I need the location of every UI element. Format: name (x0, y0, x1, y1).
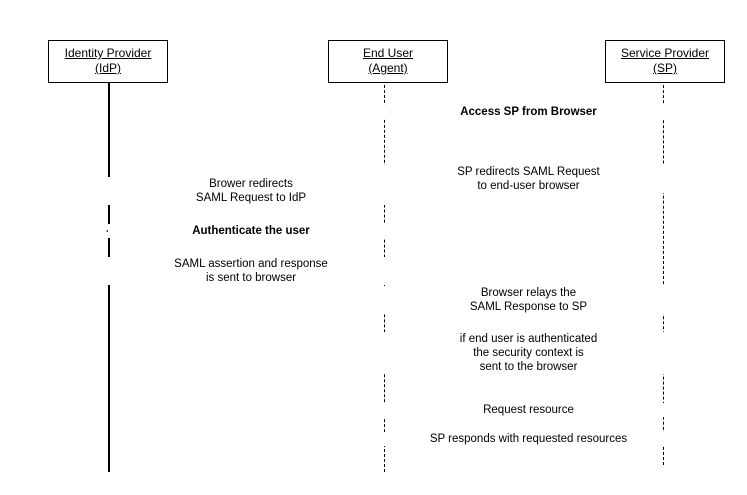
participant-name-enduser: End User (362, 46, 414, 60)
message-label-m3: Brower redirects SAML Request to IdP (108, 177, 394, 205)
participant-name-sp: Service Provider (620, 46, 710, 60)
message-label-m2: SP redirects SAML Request to end-user br… (384, 165, 673, 193)
participant-box-sp[interactable]: Service Provider (SP) (605, 40, 725, 83)
message-label-m1: Access SP from Browser (384, 105, 673, 119)
participant-subtitle-enduser: (Agent) (368, 61, 408, 75)
participant-subtitle-idp: (IdP) (94, 61, 121, 75)
participant-box-enduser[interactable]: End User (Agent) (328, 40, 448, 83)
message-label-m4: Authenticate the user (108, 224, 394, 238)
lifeline-sp (663, 70, 664, 465)
message-label-m7: if end user is authenticated the securit… (384, 332, 673, 374)
message-label-m5: SAML assertion and response is sent to b… (108, 257, 394, 285)
participant-name-idp: Identity Provider (64, 46, 152, 60)
message-label-m8: Request resource (384, 403, 673, 417)
message-label-m9: SP responds with requested resources (384, 432, 673, 446)
message-label-m6: Browser relays the SAML Response to SP (384, 286, 673, 314)
participant-box-idp[interactable]: Identity Provider (IdP) (48, 40, 168, 83)
participant-subtitle-sp: (SP) (653, 61, 677, 75)
